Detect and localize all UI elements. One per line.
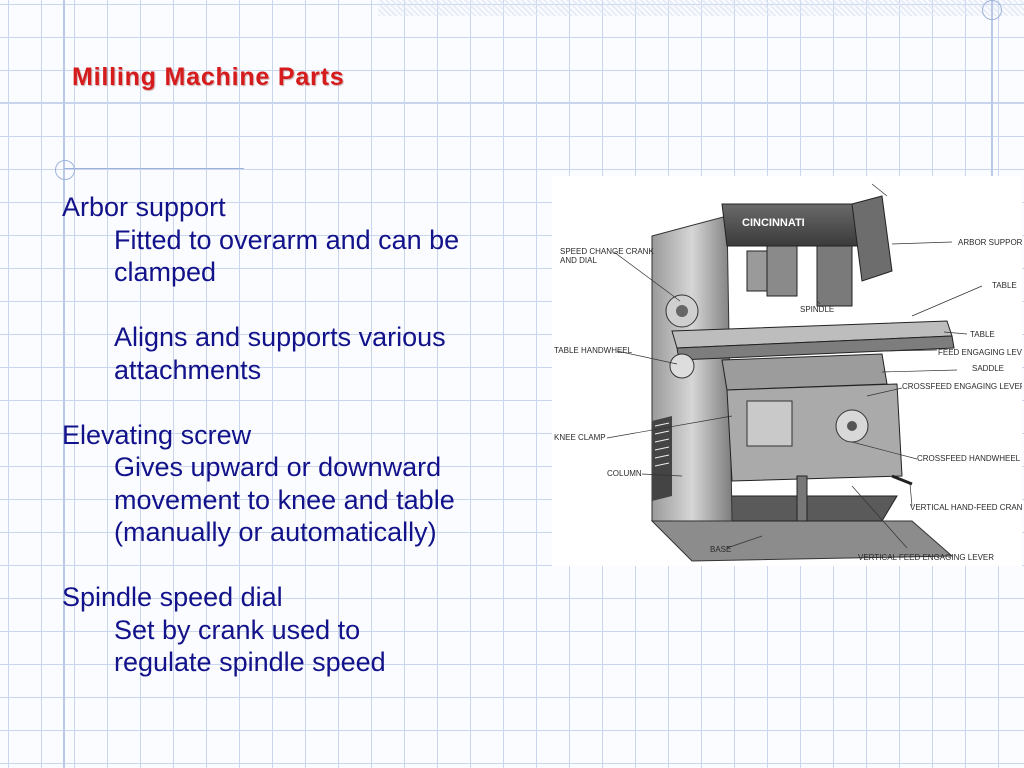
label-base: BASE: [710, 545, 731, 554]
decorative-top-strip: [378, 0, 1024, 16]
list-item: Elevating screw Gives upward or downward…: [62, 419, 562, 549]
item-detail-line: Gives upward or downward: [114, 452, 442, 482]
label-column: COLUMN: [607, 469, 642, 478]
label-crossfeed-handwheel: CROSSFEED HANDWHEEL: [917, 454, 1021, 463]
label-crossfeed-engaging-lever: CROSSFEED ENGAGING LEVER: [902, 382, 1022, 391]
label-vertical-feed-engaging-lever: VERTICAL FEED ENGAGING LEVER: [858, 553, 994, 562]
label-table-top: TABLE: [992, 281, 1017, 290]
item-detail-line: regulate spindle speed: [114, 647, 386, 677]
label-table: TABLE: [970, 330, 995, 339]
decorative-divider: [64, 168, 244, 169]
milling-machine-illustration: CINCINNATI: [554, 183, 1022, 562]
label-saddle: SADDLE: [972, 364, 1004, 373]
decorative-ring-icon: [982, 0, 1002, 20]
item-detail-line: Aligns and supports various: [114, 322, 446, 352]
decorative-right-line: [991, 0, 993, 178]
slide-body: Arbor support Fitted to overarm and can …: [62, 191, 562, 679]
item-detail-line: clamped: [114, 257, 217, 287]
label-spindle: SPINDLE: [800, 305, 834, 314]
item-heading: Spindle speed dial: [62, 582, 283, 612]
slide-title: Milling Machine Parts: [72, 63, 345, 91]
item-heading: Arbor support: [62, 192, 226, 222]
label-vertical-hand-feed-crank: VERTICAL HAND-FEED CRANK: [910, 503, 1022, 512]
brand-plate: CINCINNATI: [742, 217, 805, 229]
label-arbor-support: ARBOR SUPPORT: [958, 238, 1022, 247]
label-feed-engaging-lever: FEED ENGAGING LEVER: [938, 348, 1022, 357]
label-knee-clamp: KNEE CLAMP: [554, 433, 606, 442]
item-detail-line: (manually or automatically): [114, 517, 437, 547]
item-detail-line: Fitted to overarm and can be: [114, 224, 460, 255]
label-table-handwheel: TABLE HANDWHEEL: [554, 346, 633, 355]
label-speed-change-crank: SPEED CHANGE CRANK: [560, 247, 654, 256]
item-heading: Elevating screw: [62, 419, 252, 450]
list-item: Spindle speed dial Set by crank used to …: [62, 581, 562, 679]
item-detail-line: Set by crank used to: [114, 614, 361, 645]
label-speed-change-dial: AND DIAL: [560, 256, 597, 265]
decorative-header-line: [0, 102, 1024, 103]
item-detail-line: movement to knee and table: [114, 484, 455, 515]
milling-machine-diagram: CINCINNATI: [552, 176, 1022, 566]
decorative-margin-line: [63, 0, 65, 768]
decorative-ring-icon: [55, 160, 75, 180]
list-item: Arbor support Fitted to overarm and can …: [62, 191, 562, 386]
item-detail-line: attachments: [114, 354, 262, 385]
